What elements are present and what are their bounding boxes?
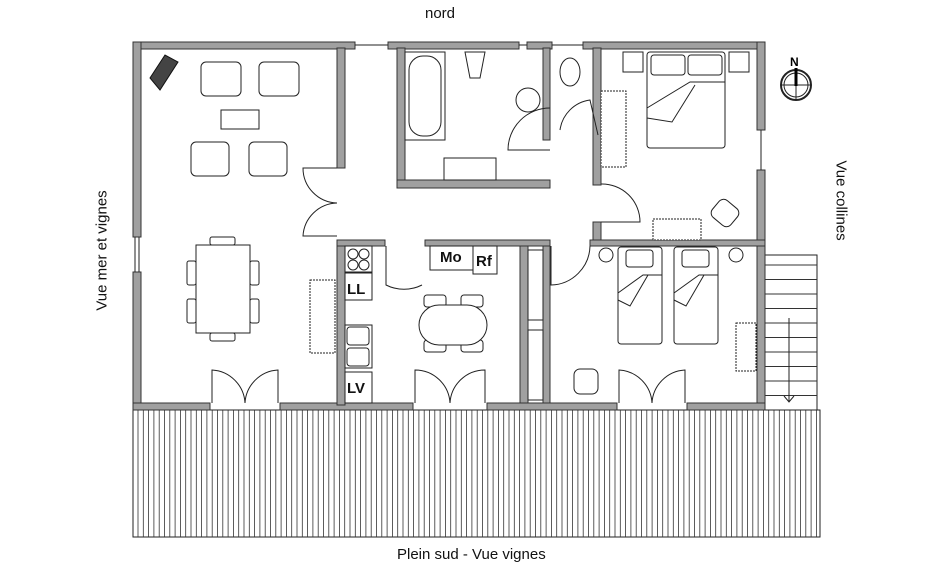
doors [211, 99, 686, 404]
dishwasher-label: LL [347, 281, 365, 298]
walls [132, 41, 766, 411]
compass-label: N [790, 55, 799, 69]
twin-bedroom-furniture [573, 246, 757, 395]
terrace-deck [132, 409, 821, 538]
fridge-label: Rf [476, 253, 493, 270]
windows [134, 44, 762, 272]
tv-icon [149, 54, 179, 91]
label-north: nord [425, 5, 456, 22]
stairs [764, 254, 818, 411]
master-bedroom-furniture [600, 51, 750, 241]
kitchen: LL LV Mo Rf [344, 245, 544, 404]
label-south: Plein sud - Vue vignes [397, 546, 546, 563]
microwave-label: Mo [440, 249, 462, 266]
bathroom-fixtures [404, 51, 541, 181]
toilet-icon [559, 57, 581, 87]
living-room-furniture [149, 54, 336, 354]
compass-icon: N [780, 55, 812, 101]
washing-machine-label: LV [347, 380, 365, 397]
